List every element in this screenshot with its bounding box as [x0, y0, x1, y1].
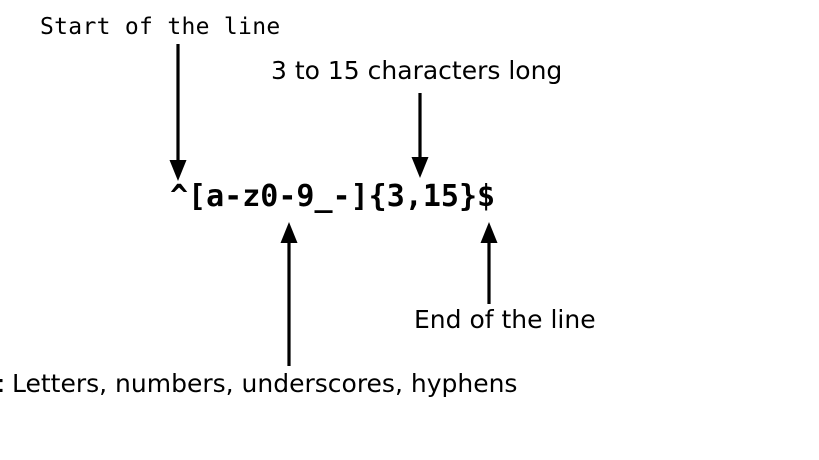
arrow-up-end-of-line: [480, 222, 498, 304]
regex-pattern: ^[a-z0-9_-]{3,15}$: [170, 179, 496, 214]
arrow-down-length-quantifier: [411, 93, 429, 178]
arrow-down-start-of-line: [169, 44, 187, 181]
annotation-label-end-of-line: End of the line: [414, 305, 596, 334]
annotation-label-length-quantifier: 3 to 15 characters long: [271, 56, 563, 85]
arrow-up-character-class: [280, 222, 298, 366]
clipped-edge-glyph: :: [0, 371, 3, 401]
annotation-label-character-class: Letters, numbers, underscores, hyphens: [12, 369, 518, 398]
annotation-label-start-of-line: Start of the line: [40, 14, 281, 40]
